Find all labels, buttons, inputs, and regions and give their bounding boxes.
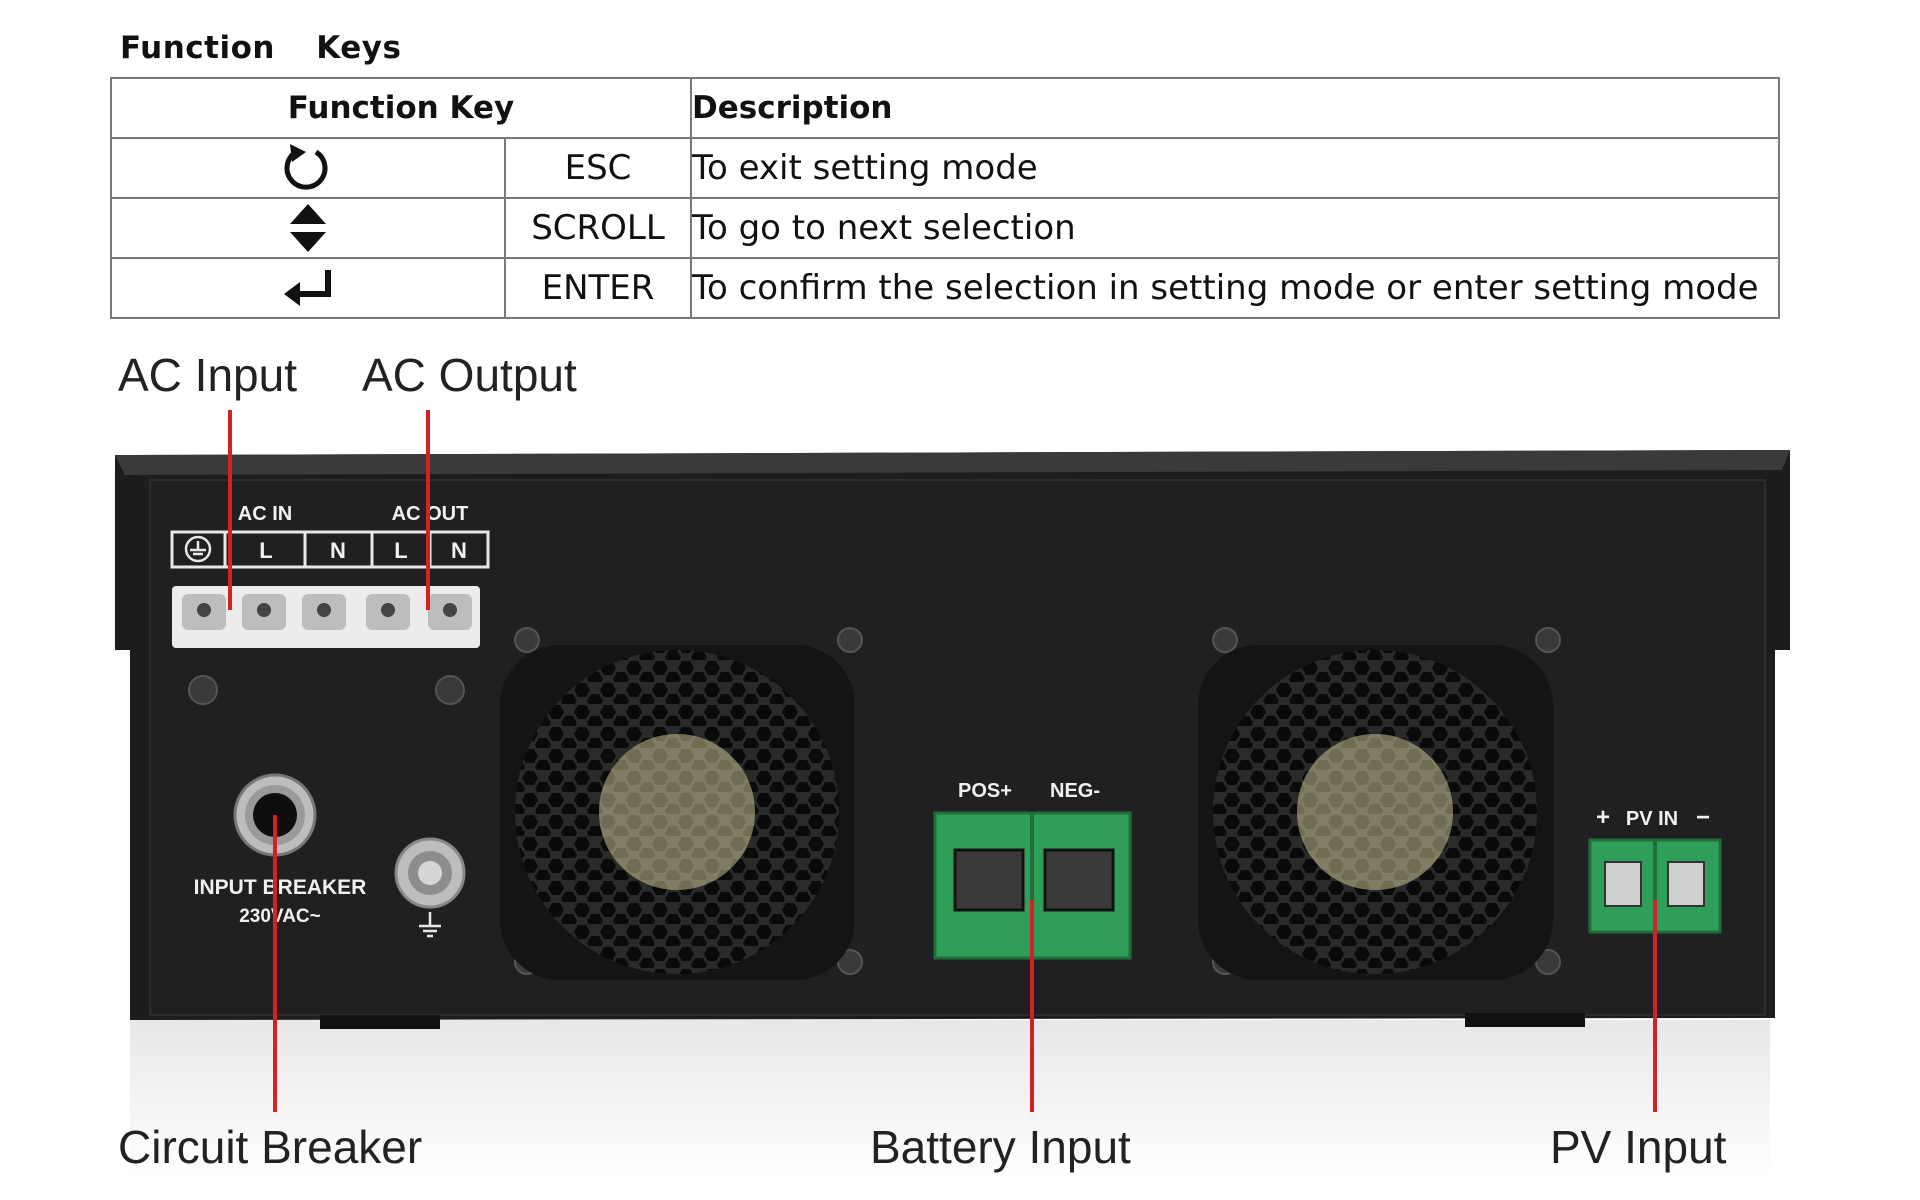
ac-terminal-legend-box	[170, 530, 490, 569]
key-name: ENTER	[504, 257, 692, 319]
breaker-label: INPUT BREAKER	[194, 876, 367, 899]
chassis-top-edge	[115, 450, 1790, 475]
key-description: To exit setting mode	[690, 137, 1780, 199]
cooling-fan-right	[1198, 645, 1553, 980]
foot-right	[1465, 1013, 1585, 1027]
key-icon-cell	[110, 137, 506, 199]
pv-plus-label: +	[1596, 804, 1610, 831]
foot-left	[320, 1015, 440, 1029]
callout-ac-input: AC Input	[118, 349, 297, 401]
earth-symbol-icon	[419, 912, 441, 938]
key-description: To go to next selection	[690, 197, 1780, 259]
battery-terminal-block	[933, 811, 1132, 960]
screws	[188, 627, 1561, 975]
ac-terminal-block	[172, 586, 480, 648]
floor-reflection	[130, 1020, 1770, 1180]
callout-pv-input: PV Input	[1550, 1121, 1727, 1173]
battery-pos-label: POS+	[958, 780, 1012, 802]
callout-circuit-breaker: Circuit Breaker	[118, 1121, 423, 1173]
enter-arrow-icon	[284, 270, 331, 306]
terminal-label-l: L	[259, 538, 272, 563]
breaker-rating: 230VAC~	[239, 906, 321, 927]
ac-in-label: AC IN	[238, 503, 292, 525]
pv-in-label: PV IN	[1626, 808, 1678, 830]
battery-neg-label: NEG-	[1050, 780, 1100, 802]
ground-symbol-icon	[184, 535, 212, 563]
key-icon-cell	[110, 257, 506, 319]
terminal-label-n: N	[451, 538, 467, 563]
function-keys-table: Function Key Description ESC To exit set…	[110, 77, 1780, 319]
callout-battery-input: Battery Input	[870, 1121, 1131, 1173]
pv-minus-label: −	[1696, 804, 1710, 831]
key-icon-cell	[110, 197, 506, 259]
ground-stud	[394, 837, 466, 909]
cooling-fan-left	[500, 645, 855, 980]
key-description: To confirm the selection in setting mode…	[690, 257, 1780, 319]
terminal-label-l: L	[394, 538, 407, 563]
key-name: SCROLL	[504, 197, 692, 259]
table-row: SCROLL To go to next selection	[110, 197, 1780, 259]
table-row: ENTER To confirm the selection in settin…	[110, 257, 1780, 319]
leader-lines	[228, 410, 1657, 1112]
callout-ac-output: AC Output	[362, 349, 577, 401]
table-row: ESC To exit setting mode	[110, 137, 1780, 199]
up-down-arrow-icon	[290, 204, 326, 252]
terminal-label-n: N	[330, 538, 346, 563]
section-heading: Function Keys	[120, 30, 402, 66]
header-function-key: Function Key	[110, 77, 692, 139]
rotate-arrow-icon	[284, 144, 328, 190]
header-description: Description	[690, 77, 1780, 139]
table-header-row: Function Key Description	[110, 77, 1780, 139]
key-name: ESC	[504, 137, 692, 199]
